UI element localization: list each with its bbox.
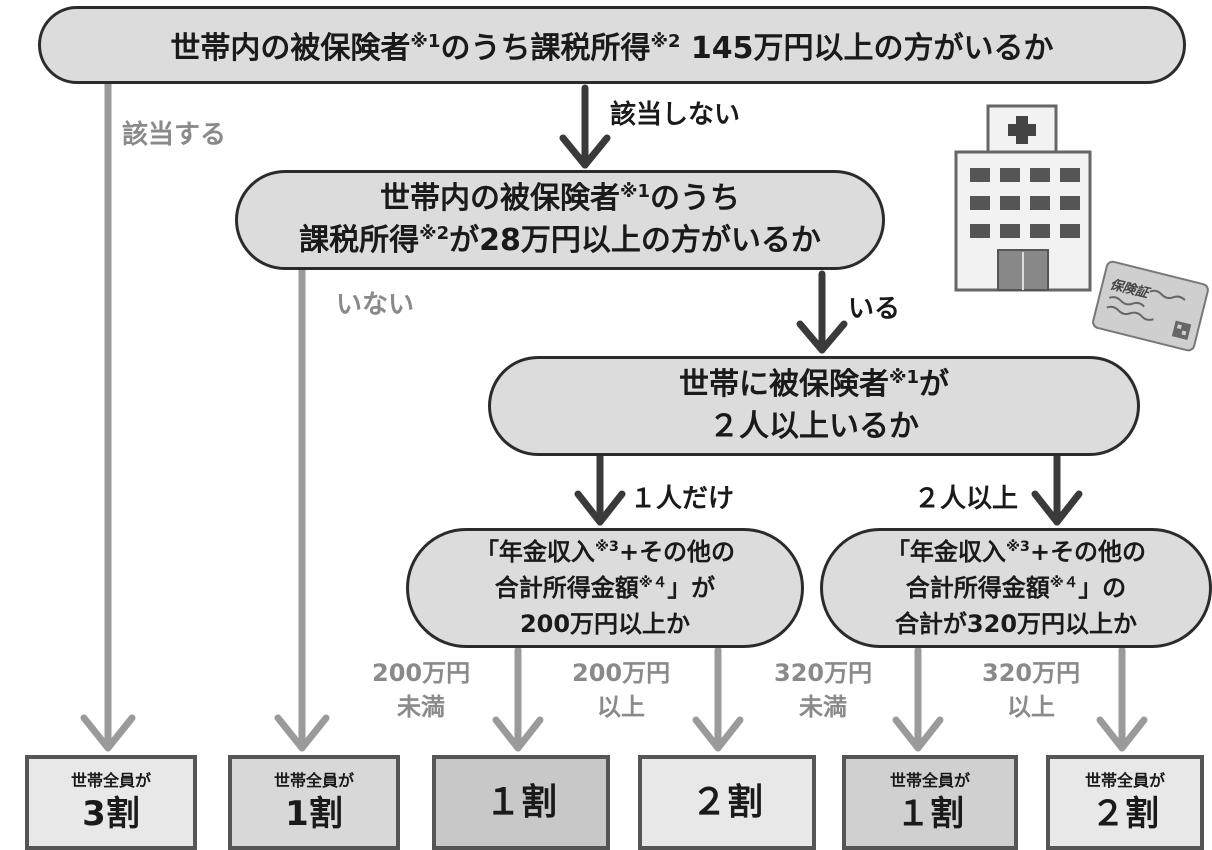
label-under-200: 200万円未満 — [372, 659, 471, 721]
label-over-200: 200万円以上 — [572, 659, 671, 721]
arrow-q2-no — [274, 266, 330, 752]
result-all-20pct: 世帯全員が ２割 — [1046, 755, 1204, 850]
label-not-applicable: 該当しない — [610, 100, 741, 130]
result-all-10pct: 世帯全員が 1割 — [228, 755, 400, 850]
arrow-q2-yes — [796, 270, 848, 354]
label-applicable: 該当する — [122, 120, 227, 150]
label-one-person: １人だけ — [630, 484, 735, 514]
result-10pct: １割 — [432, 755, 610, 850]
label-two-or-more: ２人以上 — [914, 484, 1019, 514]
arrow-q4-lt200 — [492, 646, 544, 752]
label-under-320: 320万円未満 — [774, 659, 873, 721]
arrow-q5-ge320 — [1096, 646, 1148, 752]
arrow-q5-lt320 — [892, 646, 944, 752]
label-exists: いる — [848, 294, 901, 324]
arrow-q3-one — [574, 452, 626, 526]
question-insured-count: 世帯に被保険者※1が ２人以上いるか — [488, 356, 1140, 456]
result-20pct: ２割 — [638, 755, 816, 850]
question-income-320: 「年金収入※3+その他の 合計所得金額※４」の 合計が320万円以上か — [820, 528, 1212, 648]
arrow-q4-ge200 — [692, 646, 744, 752]
insurance-card-icon: 保険証 — [1090, 258, 1210, 362]
question-tax-income-28: 世帯内の被保険者※1のうち 課税所得※2が28万円以上の方がいるか — [235, 170, 885, 270]
arrow-q1-no — [559, 84, 611, 169]
result-all-30pct: 世帯全員が 3割 — [25, 755, 197, 850]
insurance-card-graphic — [1092, 260, 1209, 352]
result-all-10pct-two: 世帯全員が １割 — [842, 755, 1018, 850]
label-none: いない — [336, 290, 415, 320]
hospital-icon — [954, 104, 1092, 292]
label-over-320: 320万円以上 — [982, 659, 1081, 721]
arrow-q1-yes — [80, 80, 136, 752]
arrow-q3-two — [1031, 452, 1083, 526]
question-income-200: 「年金収入※3+その他の 合計所得金額※４」が 200万円以上か — [406, 528, 804, 648]
question-tax-income-145: 世帯内の被保険者※1のうち課税所得※2 145万円以上の方がいるか — [38, 6, 1186, 84]
